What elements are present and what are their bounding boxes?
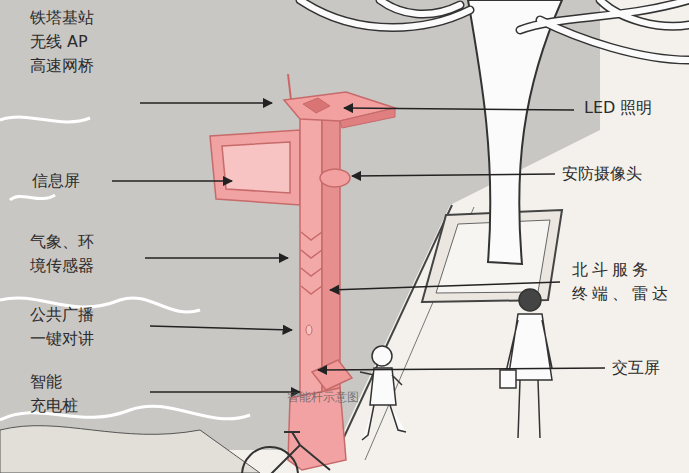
leader-line — [112, 180, 232, 182]
tree-trunk — [468, 0, 562, 264]
info-screen — [210, 130, 300, 205]
callout-label: 气象、环 境传感器 — [30, 230, 100, 278]
woman-head — [519, 289, 541, 311]
callout-label: LED 照明 — [584, 96, 652, 120]
leader-line — [344, 108, 574, 110]
pole-front — [300, 118, 322, 402]
bicycle-wheel — [242, 447, 298, 473]
leader-lines — [112, 103, 605, 392]
tree-branch — [300, 0, 689, 60]
callout-label: 北斗服务 终端、雷达 — [572, 258, 678, 306]
leader-line — [352, 174, 555, 176]
pole-cap — [303, 98, 330, 113]
interaction-screen — [312, 360, 352, 390]
child-head — [372, 346, 392, 366]
leader-line — [140, 102, 272, 104]
leader-line — [145, 257, 288, 259]
camera — [320, 169, 350, 187]
tree-branch-outline — [300, 0, 689, 60]
watermark: 智能杆示意图 — [287, 389, 359, 405]
callout-label: 铁塔基站 无线 AP 高速网桥 — [30, 6, 100, 78]
leader-line — [318, 368, 605, 370]
child-figure — [360, 368, 406, 440]
ground-shade — [0, 0, 600, 450]
callout-label: 智能 充电桩 — [30, 370, 80, 418]
leader-line — [150, 326, 292, 330]
antenna — [288, 74, 291, 100]
leader-line — [150, 391, 300, 393]
callout-label: 公共广播 一键对讲 — [30, 303, 100, 351]
pole-side — [322, 110, 340, 402]
woman-bag — [500, 370, 516, 388]
callout-label: 安防摄像头 — [562, 162, 642, 186]
info-screen-panel — [222, 142, 290, 193]
curb-line — [338, 205, 452, 450]
callout-label: 交互屏 — [612, 356, 660, 380]
leader-line — [330, 282, 560, 290]
ground-rocks — [0, 426, 260, 473]
sensor-chevrons — [301, 232, 322, 294]
callout-label: 信息屏 — [32, 169, 80, 193]
led-lamp — [340, 108, 395, 128]
intercom-button — [306, 325, 312, 335]
bicycle-frame — [270, 432, 330, 473]
